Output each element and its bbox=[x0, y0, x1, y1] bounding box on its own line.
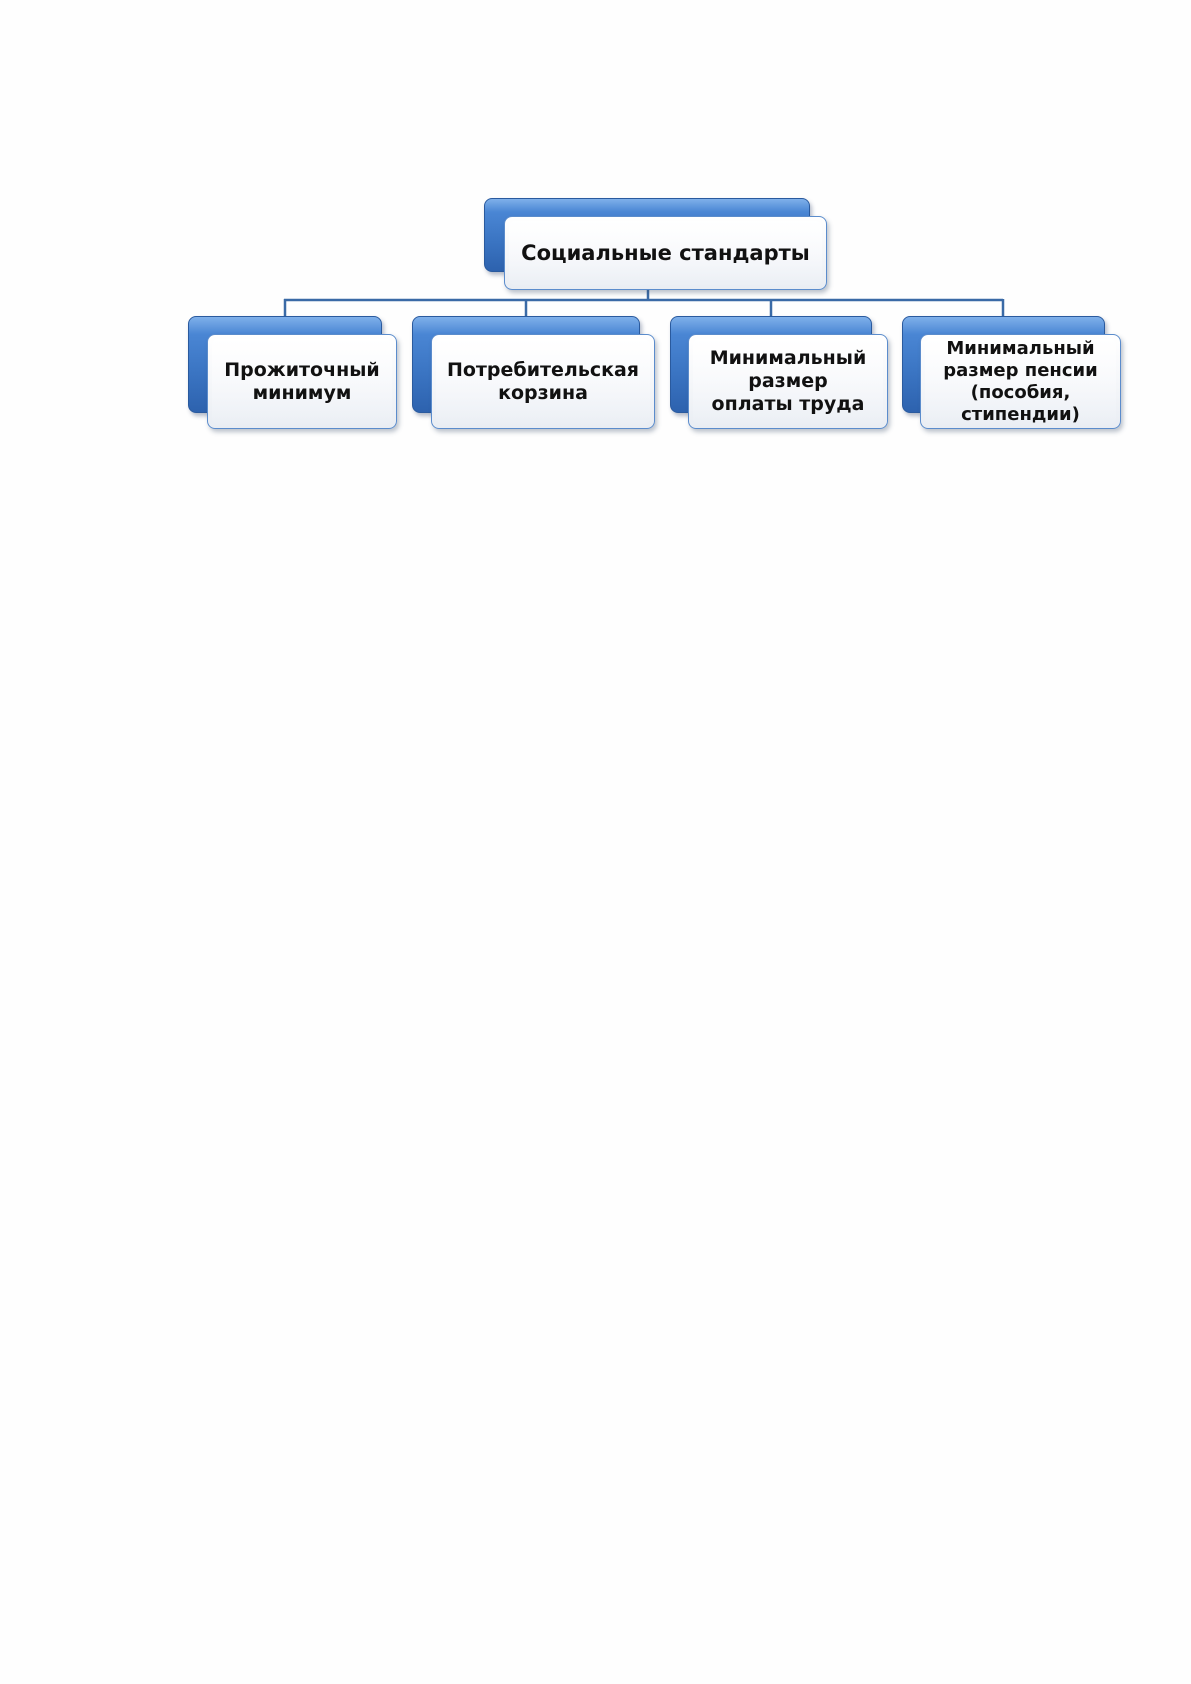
child-node-3-label: Минимальный размер оплаты труда bbox=[710, 347, 867, 416]
child-node-3: Минимальный размер оплаты труда bbox=[670, 316, 888, 429]
root-node-box: Социальные стандарты bbox=[504, 216, 827, 290]
child-node-1-label: Прожиточный минимум bbox=[224, 359, 380, 405]
child-node-4: Минимальный размер пенсии (пособия, стип… bbox=[902, 316, 1121, 429]
root-node-label: Социальные стандарты bbox=[521, 241, 810, 265]
child-node-2-box: Потребительская корзина bbox=[431, 334, 655, 429]
root-node: Социальные стандарты bbox=[484, 198, 827, 290]
child-node-3-box: Минимальный размер оплаты труда bbox=[688, 334, 888, 429]
child-node-2-label: Потребительская корзина bbox=[447, 359, 639, 405]
child-node-2: Потребительская корзина bbox=[412, 316, 656, 429]
child-node-1-box: Прожиточный минимум bbox=[207, 334, 397, 429]
child-node-4-label: Минимальный размер пенсии (пособия, стип… bbox=[943, 338, 1098, 426]
child-node-4-box: Минимальный размер пенсии (пособия, стип… bbox=[920, 334, 1121, 429]
child-node-1: Прожиточный минимум bbox=[188, 316, 398, 429]
